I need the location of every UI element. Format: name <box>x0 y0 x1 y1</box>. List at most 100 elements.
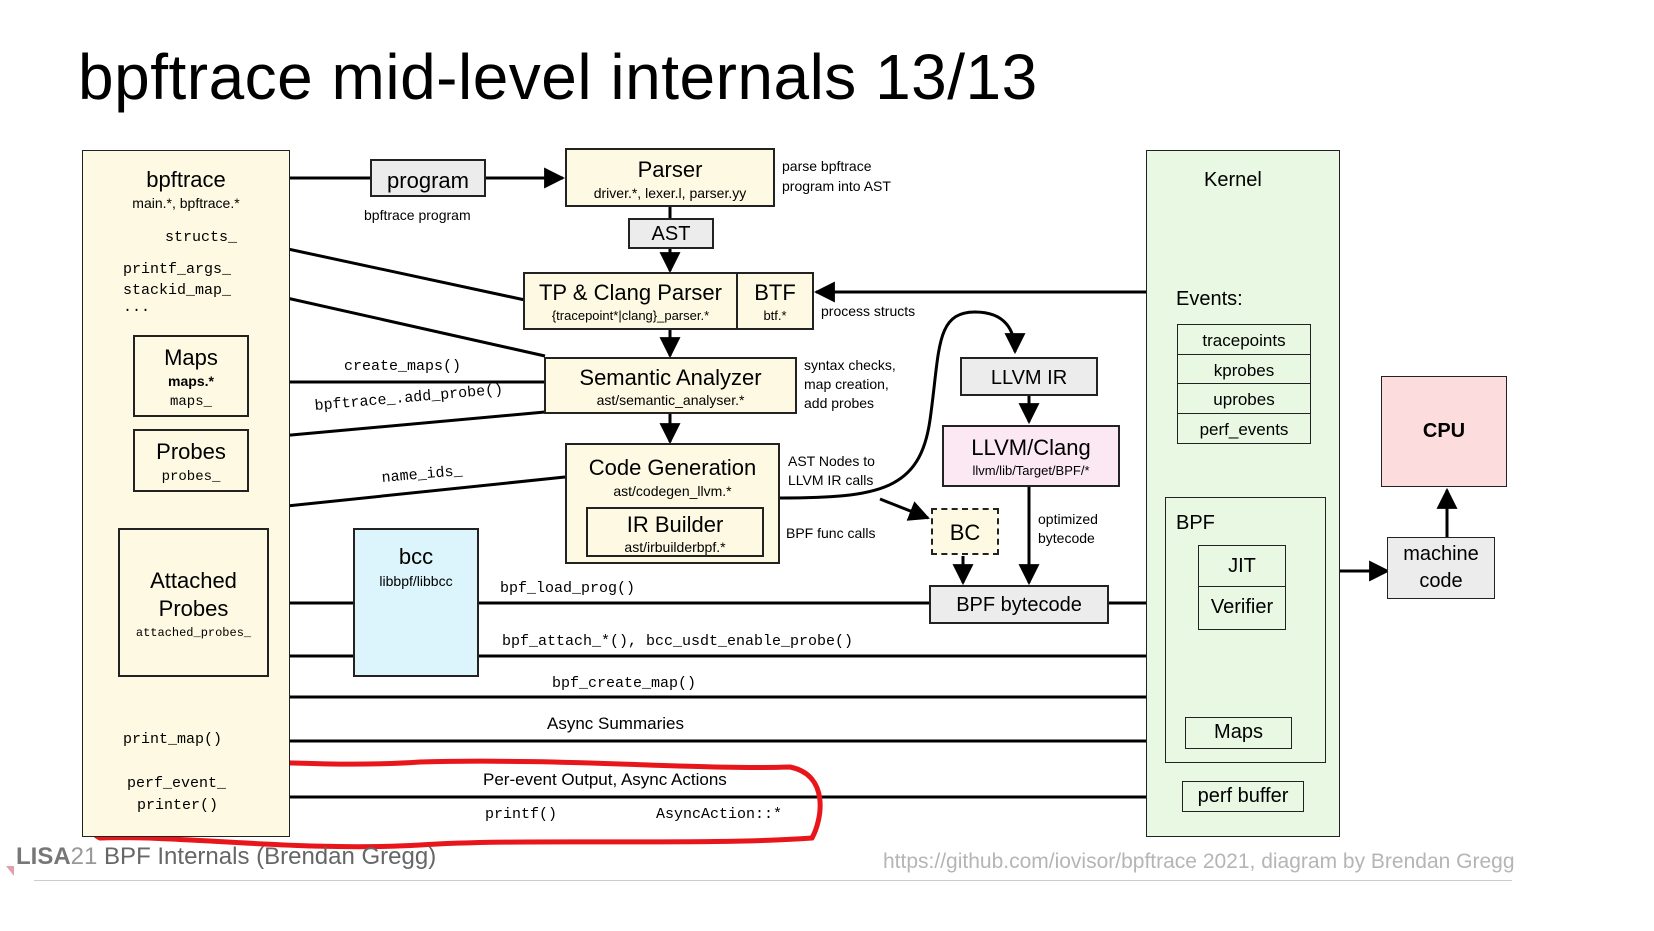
btf-box: BTF btf.* <box>736 272 814 330</box>
machine-code-line2: code <box>1419 570 1463 592</box>
member-printf-args: printf_args_ <box>123 261 232 278</box>
program-box: program <box>370 159 486 197</box>
irbuilder-files: ast/irbuilderbpf.* <box>624 539 726 555</box>
kernel-title: Kernel <box>1204 169 1262 191</box>
footer-source: https://github.com/iovisor/bpftrace 2021… <box>883 850 1515 873</box>
call-bpf-load-prog: bpf_load_prog() <box>500 580 636 597</box>
maps-member: maps_ <box>169 394 212 410</box>
ir-builder-box: IR Builder ast/irbuilderbpf.* <box>586 507 764 557</box>
perf-buffer-box: perf buffer <box>1182 781 1304 812</box>
event-kprobes: kprobes <box>1177 353 1311 385</box>
call-create-maps: create_maps() <box>344 358 462 375</box>
bc-box: BC <box>931 508 999 555</box>
verifier-box: Verifier <box>1198 586 1286 630</box>
cpu-box: CPU <box>1381 376 1507 487</box>
arrow-codegen-to-bc <box>879 497 930 521</box>
btf-files: btf.* <box>763 308 787 323</box>
irbuilder-note: BPF func calls <box>786 525 876 541</box>
irbuilder-title: IR Builder <box>626 512 724 537</box>
footer-event: LISA21 BPF Internals (Brendan Gregg) <box>16 843 436 871</box>
llvm-clang-files: llvm/lib/Target/BPF/* <box>972 463 1090 478</box>
tp-clang-files: {tracepoint*|clang}_parser.* <box>551 308 710 323</box>
per-event-output-label: Per-event Output, Async Actions <box>483 770 727 789</box>
semantic-title: Semantic Analyzer <box>579 365 762 390</box>
attached-title-line1: Attached <box>150 568 237 593</box>
event-label: perf_events <box>1199 419 1289 439</box>
bpftrace-files: main.*, bpftrace.* <box>132 195 240 211</box>
attached-member: attached_probes_ <box>135 626 252 640</box>
call-bpf-attach: bpf_attach_*(), bcc_usdt_enable_probe() <box>502 633 854 650</box>
ast-title: AST <box>651 223 691 245</box>
tp-clang-title: TP & Clang Parser <box>538 280 722 305</box>
probes-member: probes_ <box>161 469 221 485</box>
event-perf-events: perf_events <box>1177 412 1311 444</box>
jit-title: JIT <box>1228 555 1256 577</box>
parser-files: driver.*, lexer.l, parser.yy <box>593 185 747 201</box>
event-label: uprobes <box>1213 390 1275 409</box>
program-title: program <box>387 168 469 193</box>
bpf-bytecode-box: BPF bytecode <box>929 585 1109 624</box>
ast-box: AST <box>628 218 714 249</box>
arrow-add-probe <box>255 410 546 447</box>
machine-code-box: machine code <box>1387 537 1495 599</box>
maps-files: maps.* <box>168 373 214 389</box>
event-uprobes: uprobes <box>1177 383 1311 414</box>
bpf-bytecode-title: BPF bytecode <box>956 594 1082 616</box>
attached-title-line2: Probes <box>158 596 229 621</box>
perf-printer-line1: perf_event_ <box>127 775 227 792</box>
async-summaries-label: Async Summaries <box>547 714 684 733</box>
maps-box: Maps maps.* maps_ <box>133 335 249 417</box>
footer-talk-title: BPF Internals (Brendan Gregg) <box>104 843 437 870</box>
attached-probes-box: Attached Probes attached_probes_ <box>118 528 269 677</box>
footer-event-year: 21 <box>70 843 98 870</box>
cpu-title: CPU <box>1422 420 1466 442</box>
bpftrace-panel: bpftrace main.*, bpftrace.* structs_ pri… <box>82 150 290 837</box>
llvm-clang-box: LLVM/Clang llvm/lib/Target/BPF/* <box>942 425 1120 487</box>
optimized-line2: bytecode <box>1038 530 1095 546</box>
arrow-name-ids <box>255 475 566 518</box>
maps-title: Maps <box>164 345 218 370</box>
bpftrace-title: bpftrace <box>146 167 226 192</box>
perf-buffer-title: perf buffer <box>1197 785 1289 807</box>
llvm-ir-box: LLVM IR <box>960 357 1098 396</box>
semantic-files: ast/semantic_analyser.* <box>596 392 745 408</box>
codegen-note-line2: LLVM IR calls <box>788 472 874 488</box>
kernel-maps-title: Maps <box>1214 721 1263 743</box>
verifier-title: Verifier <box>1210 596 1274 618</box>
semantic-analyzer-box: Semantic Analyzer ast/semantic_analyser.… <box>544 357 797 414</box>
tp-clang-parser-box: TP & Clang Parser {tracepoint*|clang}_pa… <box>523 272 738 330</box>
llvm-clang-title: LLVM/Clang <box>971 435 1091 460</box>
probes-title: Probes <box>156 439 226 464</box>
kernel-maps-box: Maps <box>1185 717 1292 749</box>
footer-event-name: LISA <box>16 843 71 870</box>
arrow-tp-to-structs <box>257 236 526 302</box>
bcc-box: bcc libbpf/libbcc <box>353 528 479 677</box>
jit-box: JIT <box>1198 545 1286 588</box>
event-label: kprobes <box>1213 360 1275 380</box>
semantic-note-line1: syntax checks, <box>804 357 896 373</box>
arrow-codegen-to-llvm-ir <box>779 310 1026 500</box>
bcc-title: bcc <box>398 544 434 569</box>
events-list: tracepoints kprobes uprobes perf_events <box>1177 324 1311 444</box>
semantic-note-line2: map creation, <box>804 376 889 392</box>
member-ellipsis: ... <box>123 299 151 316</box>
slide-title: bpftrace mid-level internals 13/13 <box>78 41 1038 113</box>
perf-printer-line2: printer() <box>137 797 219 814</box>
print-map-label: print_map() <box>123 731 223 748</box>
llvm-ir-title: LLVM IR <box>990 367 1068 389</box>
codegen-title: Code Generation <box>588 455 757 480</box>
bpf-title: BPF <box>1176 512 1215 534</box>
program-caption: bpftrace program <box>364 207 471 223</box>
btf-title: BTF <box>754 280 796 305</box>
arrow-semantic-to-stackid <box>257 285 546 358</box>
bc-title: BC <box>949 520 981 545</box>
parser-box: Parser driver.*, lexer.l, parser.yy <box>565 148 775 207</box>
footer-divider <box>34 880 1512 881</box>
semantic-note-line3: add probes <box>804 395 875 411</box>
event-tracepoints: tracepoints <box>1177 324 1311 355</box>
call-printf: printf() <box>485 806 558 823</box>
codegen-note-line1: AST Nodes to <box>788 453 875 469</box>
codegen-files: ast/codegen_llvm.* <box>613 483 732 499</box>
parser-note-line1: parse bpftrace <box>782 158 872 174</box>
bcc-files: libbpf/libbcc <box>379 573 453 589</box>
